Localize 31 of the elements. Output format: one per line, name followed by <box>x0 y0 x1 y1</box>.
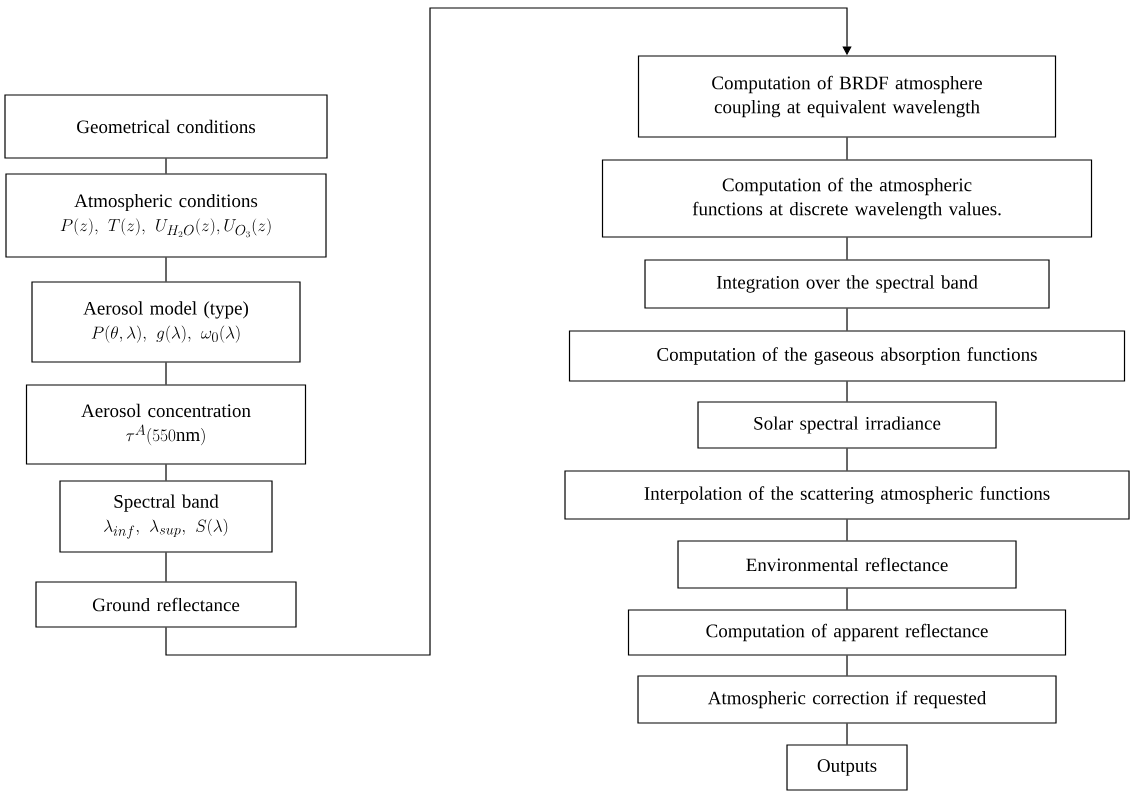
arrow <box>165 7 852 656</box>
connector-line <box>846 308 848 331</box>
process-box: Outputs <box>786 744 908 791</box>
process-box: Computation of BRDF atmosphere coupling at equivalent wavelength <box>637 55 1057 138</box>
connector-line <box>846 519 848 541</box>
process-box: Solar spectral irradiance <box>697 401 997 449</box>
process-box: Computation of the atmospheric functions at discrete wavelength values. <box>601 159 1093 238</box>
connector-line <box>846 655 848 676</box>
process-box: Geometrical conditions <box>4 94 328 159</box>
process-box: Atmospheric conditions $P(z),\ T(z),\ U_{H_2O}(z), U_{O_3}(z)$ <box>5 173 327 258</box>
process-box: Ground reflectance <box>35 581 297 628</box>
process-box: Environmental reflectance <box>677 540 1017 589</box>
connector-line <box>165 362 167 385</box>
process-box: Computation of the gaseous absorption functions <box>568 330 1126 382</box>
process-box: Atmospheric correction if requested <box>637 675 1057 724</box>
connector-line <box>165 464 167 481</box>
connector-line <box>165 257 167 282</box>
connector-line <box>846 588 848 610</box>
process-box: Integration over the spectral band <box>644 259 1050 309</box>
connector-line <box>846 381 848 402</box>
connector-line <box>846 448 848 471</box>
process-box: Spectral band $\lambda_{inf},\ \lambda_{sup},\ S(\lambda)$ <box>59 480 273 553</box>
connector-line <box>846 137 848 160</box>
connector-line <box>165 158 167 174</box>
connector-line <box>846 237 848 260</box>
connector-line <box>165 552 167 582</box>
process-box: Interpolation of the scattering atmospheric functions <box>564 470 1130 520</box>
process-box: Aerosol model (type) $P(\theta,\lambda),\ g(\lambda),\ \omega_0(\lambda)$ <box>31 281 301 363</box>
process-box: Computation of apparent reflectance <box>627 609 1067 656</box>
connector-line <box>846 723 848 745</box>
process-box: Aerosol concentration $\tau^{A}(550\mathrm{nm})$ <box>25 384 307 465</box>
